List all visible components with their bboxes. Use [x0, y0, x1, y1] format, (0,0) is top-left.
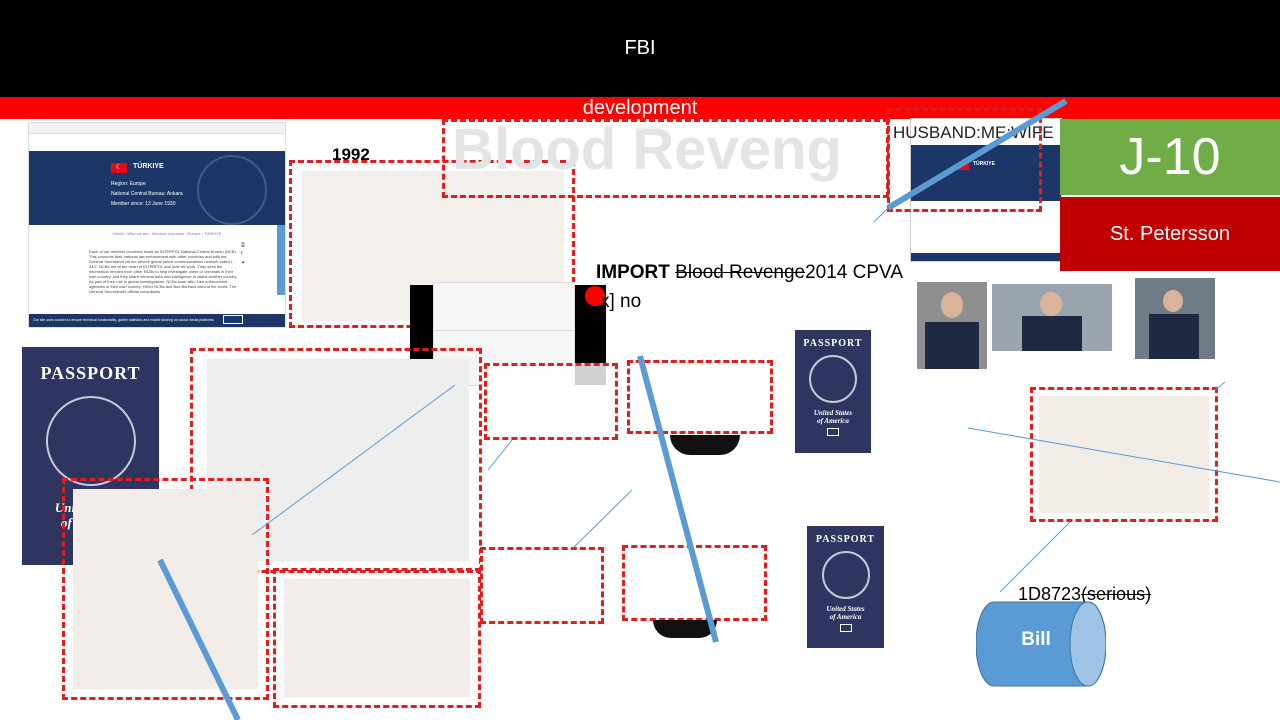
- thin-connector-6: [1214, 381, 1226, 391]
- money-image-frame-2: [273, 568, 481, 708]
- no-line: x] no: [600, 291, 642, 312]
- development-bar: development: [0, 97, 1280, 119]
- passport-small-2: PASSPORT United States of America: [807, 526, 884, 648]
- bag-strap: [670, 435, 740, 455]
- import-line: IMPORT Blood Revenge2014 CPVA: [596, 262, 903, 284]
- red-dot: [585, 286, 605, 306]
- thick-connector-1: [886, 98, 1068, 211]
- person-face: [1040, 292, 1062, 316]
- eagle-seal-icon: [45, 396, 136, 486]
- j10-label: J-10: [1119, 128, 1221, 186]
- region-line: Region: Europe: [111, 181, 146, 187]
- thumb-country: TÜRKIYE: [973, 161, 995, 167]
- thick-connector-3: [157, 558, 241, 720]
- eagle-seal-icon: [809, 355, 857, 403]
- passport-chip-icon: [839, 624, 852, 632]
- interpol-thumbnail: TÜRKIYE: [910, 118, 1062, 262]
- bill-label: Bill: [1021, 629, 1051, 650]
- passport-title: PASSPORT: [40, 363, 141, 383]
- browser-header: [29, 134, 285, 152]
- money-image-frame-1: [62, 478, 269, 700]
- husband-frame: [887, 108, 1042, 212]
- import-rest: 2014 CPVA: [805, 262, 903, 283]
- shoe-image-frame-2: [480, 547, 604, 624]
- bill-id: 1D8723: [1018, 584, 1082, 604]
- bill-cylinder: Bill: [976, 601, 1106, 687]
- st-petersson-label: St. Petersson: [1109, 222, 1231, 245]
- passport-small-1: PASSPORT United States of America: [795, 330, 871, 453]
- turkey-flag-icon: ☾: [111, 163, 127, 173]
- st-petersson-box: St. Petersson: [1060, 197, 1280, 271]
- passport-chip-icon: [827, 428, 839, 436]
- bag-image-frame: [190, 348, 482, 573]
- police-photo-3: [1135, 278, 1215, 359]
- husband-wife-label: HUSBAND:ME:WIFE: [893, 123, 1054, 142]
- country-banner: ☾ TÜRKIYE Region: Europe National Centra…: [29, 151, 285, 225]
- thin-connector-4: [967, 427, 1280, 483]
- social-icons[interactable]: ⎙f✦: [241, 242, 246, 266]
- breadcrumb[interactable]: Home › Who we are › Member countries › E…: [113, 231, 222, 236]
- bag-strap: [653, 620, 717, 638]
- cookie-text: Our site uses cookies to ensure technica…: [33, 318, 215, 322]
- passport-country: United States of America: [795, 409, 871, 425]
- import-strike: Blood Revenge: [675, 262, 806, 283]
- page-body-text: Each of our member countries hosts an IN…: [89, 249, 238, 294]
- top-title-bar: FBI: [0, 0, 1280, 98]
- thick-connector-2: [637, 355, 719, 643]
- ncb-line: National Central Bureau: Ankara: [111, 191, 183, 197]
- thin-connector-7: [873, 205, 891, 223]
- thin-connector-3: [572, 489, 633, 549]
- bill-id-strike: (serious): [1081, 584, 1152, 604]
- browser-chrome: [29, 123, 285, 134]
- eagle-seal-icon: [821, 551, 870, 599]
- thin-connector-2: [487, 439, 513, 471]
- police-photo-1: [917, 282, 987, 369]
- interpol-globe-icon: [197, 155, 267, 225]
- country-name: TÜRKIYE: [133, 163, 164, 170]
- uniform: [1022, 316, 1082, 351]
- side-tab[interactable]: [277, 225, 285, 295]
- thumb-banner: TÜRKIYE: [911, 145, 1061, 201]
- shoe-image-frame-1: [484, 363, 618, 440]
- blood-revenge-title: Blood Reveng: [452, 117, 842, 182]
- person-face: [1163, 290, 1183, 312]
- thin-connector-5: [999, 521, 1071, 593]
- j10-box: J-10: [1060, 119, 1280, 195]
- money-image-1: [73, 489, 258, 689]
- cookie-banner: Our site uses cookies to ensure technica…: [29, 314, 285, 327]
- passport-title: PASSPORT: [815, 534, 876, 545]
- passport-country-line1: United States: [813, 409, 853, 417]
- development-label: development: [582, 97, 698, 119]
- member-line: Member since: 13 June 1930: [111, 201, 176, 207]
- interpol-screenshot: ☾ TÜRKIYE Region: Europe National Centra…: [28, 122, 286, 328]
- passport-country: United States of America: [807, 605, 884, 621]
- white-box-top: [433, 282, 575, 332]
- thumb-footer: [911, 253, 1061, 261]
- bill-id-label: 1D8723(serious): [1018, 584, 1151, 605]
- passport-title: PASSPORT: [803, 338, 863, 349]
- uniform: [925, 322, 979, 369]
- passport-country-line2: of America: [817, 417, 849, 425]
- cookie-ok-button[interactable]: [223, 315, 243, 324]
- passport-country-line1: United States: [826, 605, 865, 613]
- police-photo-2: [992, 284, 1112, 351]
- import-bold: IMPORT: [596, 262, 670, 283]
- thumb-flag-icon: [959, 163, 969, 170]
- title-fbi: FBI: [624, 37, 656, 59]
- money-image-2: [284, 579, 470, 697]
- person-face: [941, 292, 963, 318]
- uniform: [1149, 314, 1199, 359]
- year-label: 1992: [332, 145, 370, 164]
- thin-connector-1: [251, 384, 456, 536]
- passport-country-line2: of America: [829, 613, 862, 621]
